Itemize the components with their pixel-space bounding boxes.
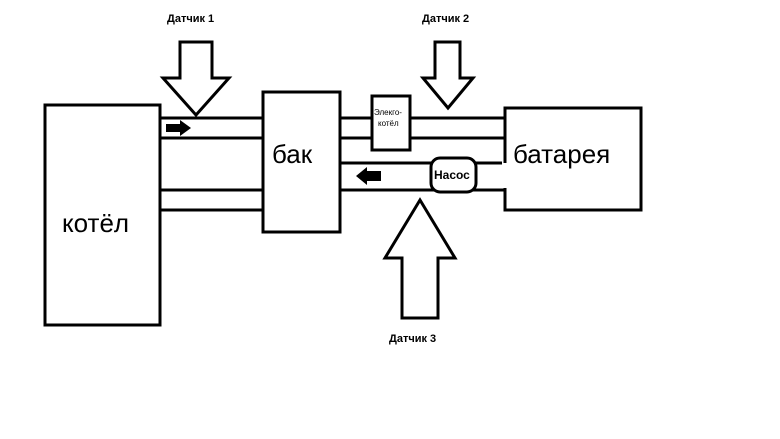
pipe-eboiler-radiator-top [410,108,507,120]
boiler-tank-pipes [160,116,263,212]
flow-left-arrow-icon [356,167,381,185]
tank-block [261,90,342,234]
sensor2-label: Датчик 2 [422,13,469,25]
sensor3-up-arrow-icon [382,197,458,320]
boiler-block [43,103,162,327]
sensor2-down-arrow-icon [419,40,477,111]
tank-radiator-pipes [340,108,507,210]
boiler-label: котёл [62,208,129,238]
electric-boiler-label-line2: котёл [378,119,399,128]
electric-boiler-block [370,94,412,152]
pump-label: Насос [434,168,470,182]
radiator-block [503,106,643,212]
tank-label: бак [272,139,313,169]
pump-block [429,156,478,194]
radiator-port-gap [502,140,508,188]
flow-right-arrow-icon [166,120,191,136]
sensor1-label: Датчик 1 [167,13,214,25]
sensor1-down-arrow-icon [159,40,233,118]
pipe-return-top [340,138,507,165]
electric-boiler-label-line1: Элекго- [374,108,402,117]
radiator-label: батарея [513,139,610,169]
sensor3-label: Датчик 3 [389,333,436,345]
